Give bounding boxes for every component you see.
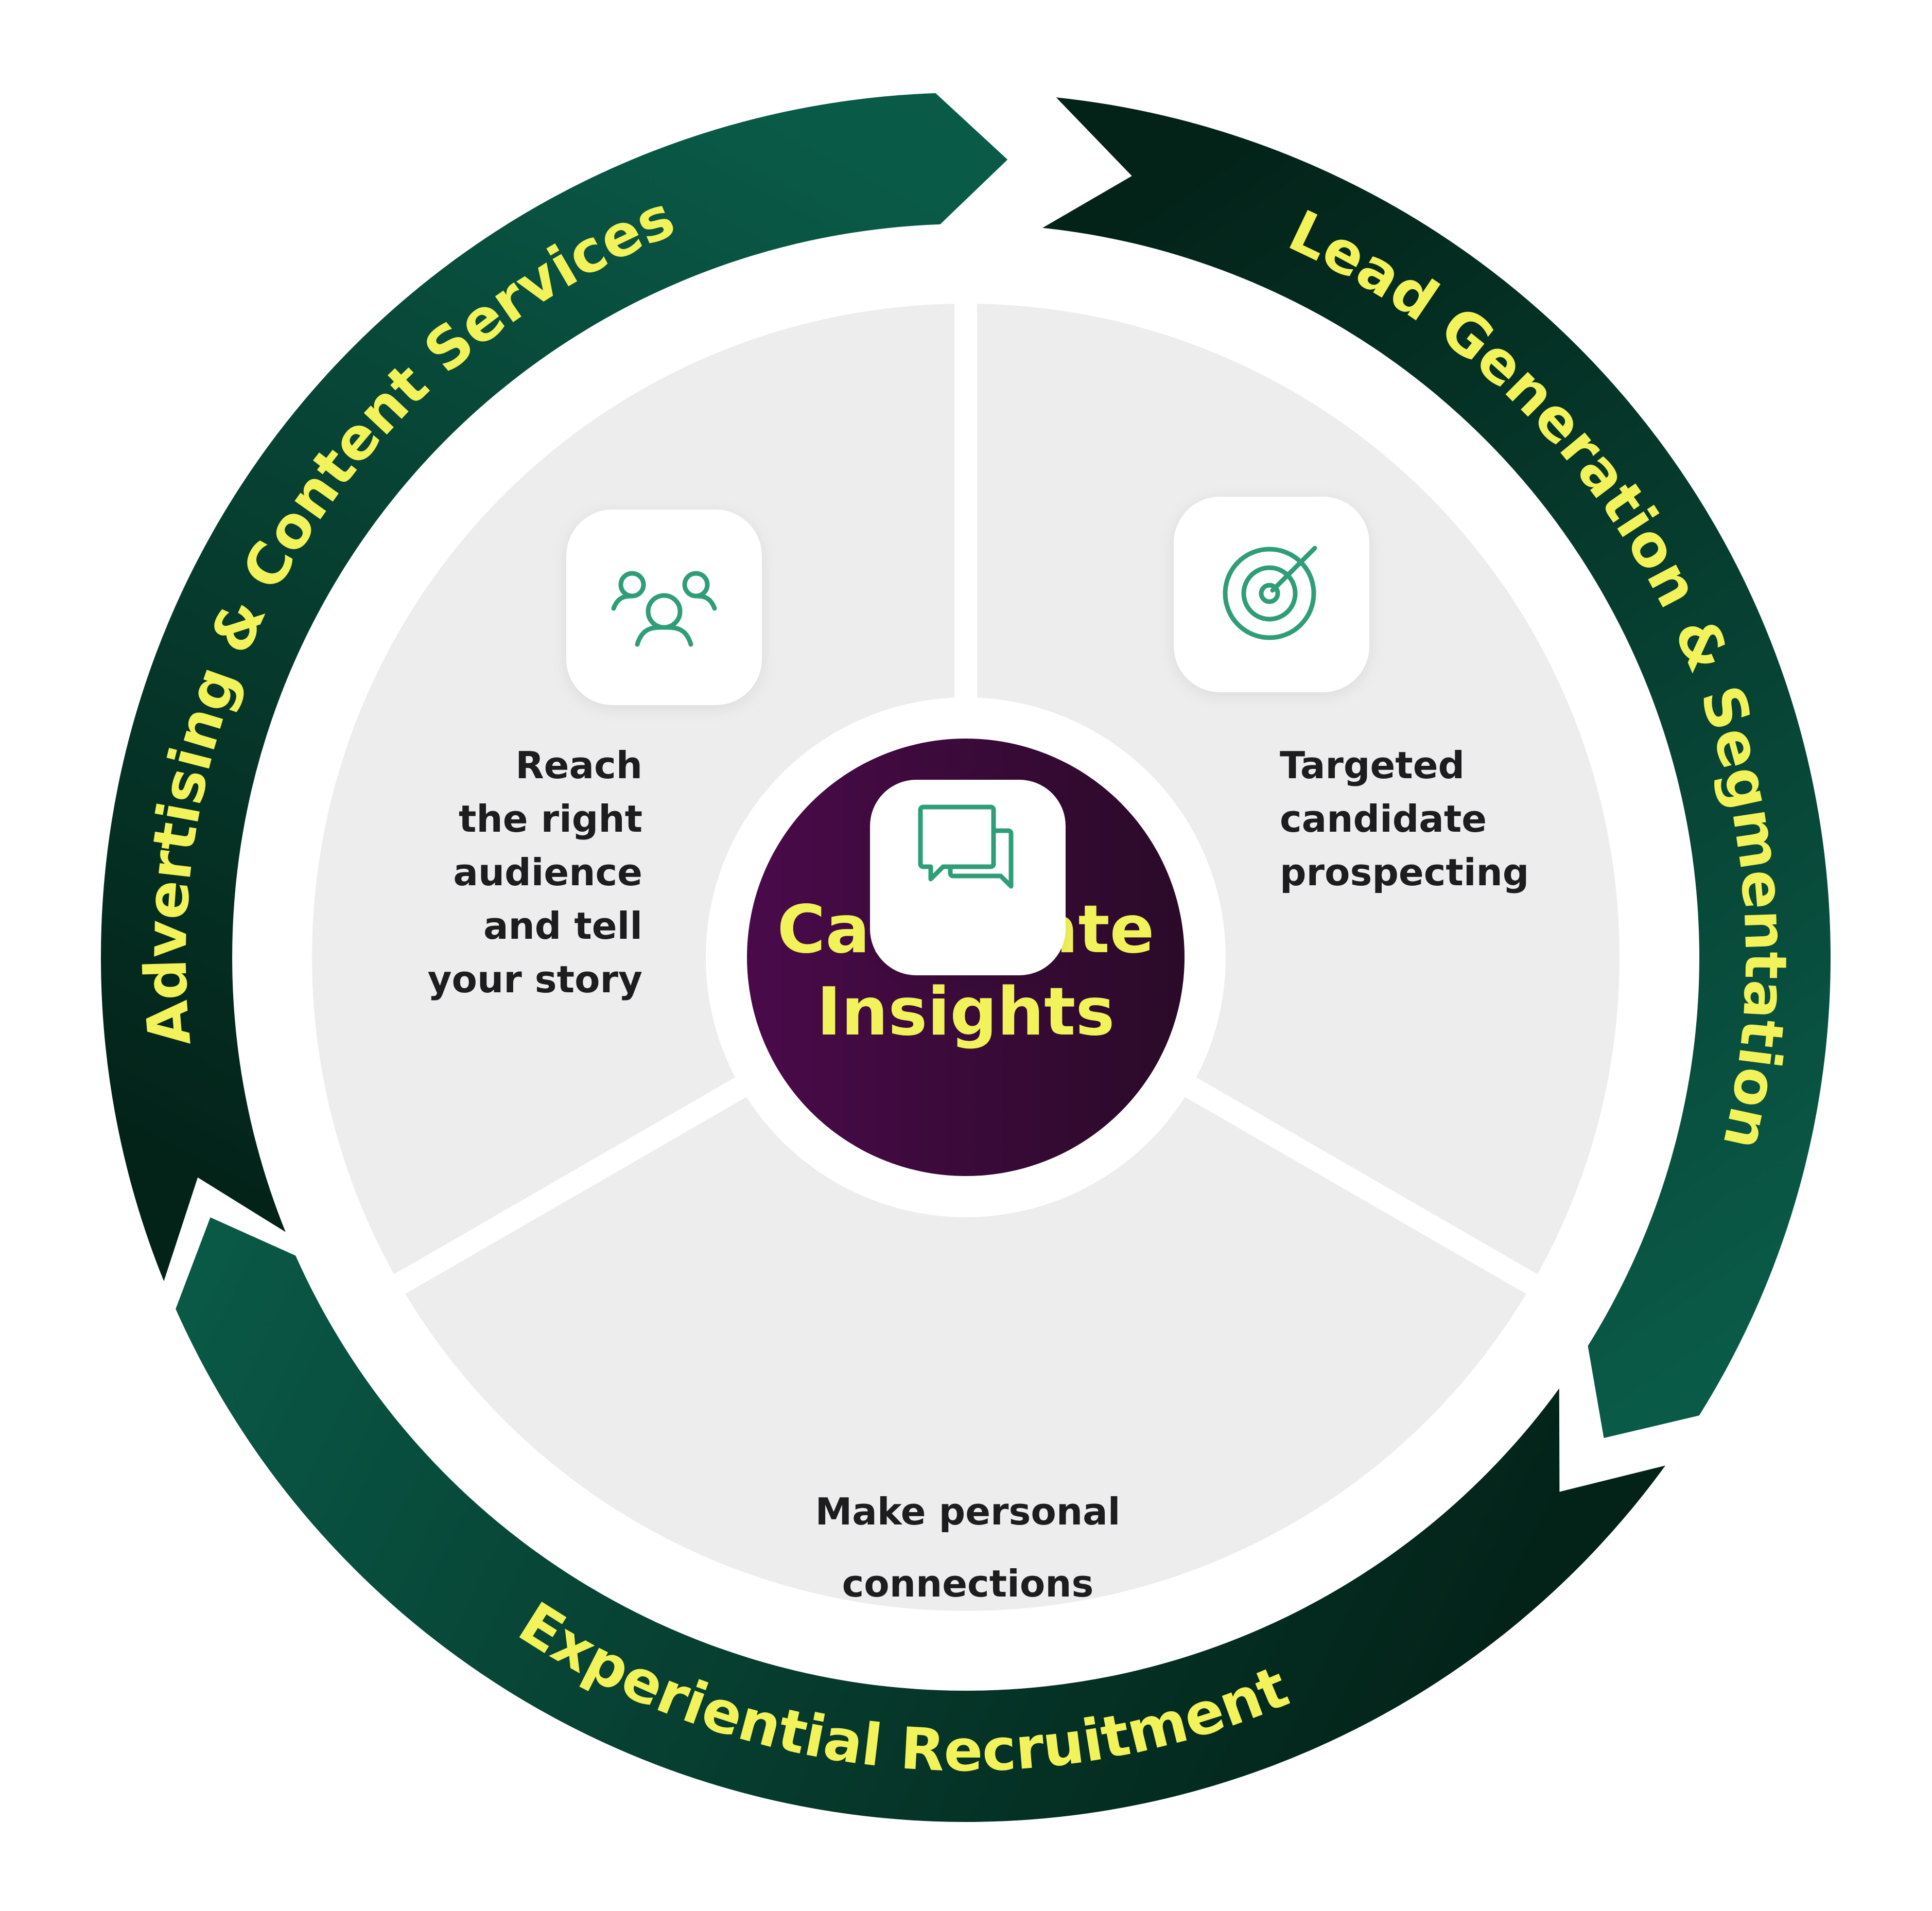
reach-icon-tile <box>566 510 762 705</box>
description-line: connections <box>842 1562 1094 1605</box>
chat-bubble-back <box>948 828 1014 889</box>
description-line: Make personal <box>815 1490 1121 1533</box>
description-line: your story <box>428 958 642 1001</box>
segment-divider-right <box>1176 1072 1547 1300</box>
chat-bubble-front <box>918 804 996 882</box>
segment-personal[interactable]: Make personal connections <box>815 780 1121 1605</box>
targeted-description: Targeted candidate prospecting <box>1280 744 1529 894</box>
description-line: Targeted <box>1280 744 1465 787</box>
description-line: prospecting <box>1280 851 1529 894</box>
description-line: the right <box>459 797 642 840</box>
segment-targeted[interactable]: Targeted candidate prospecting <box>1174 497 1529 894</box>
people-group-icon <box>611 571 717 647</box>
target-icon <box>1223 546 1317 640</box>
advertising-content-arc[interactable] <box>100 93 1008 1282</box>
reach-description: Reach the right audience and tell your story <box>428 744 642 1001</box>
experiential-recruitment-arc[interactable] <box>176 1217 1666 1822</box>
segment-reach[interactable]: Reach the right audience and tell your story <box>428 510 762 1001</box>
segment-divider-left <box>385 1072 755 1300</box>
description-line: and tell <box>483 904 642 948</box>
description-line: candidate <box>1280 797 1487 840</box>
center-title-line2: Insights <box>817 974 1115 1050</box>
personal-description: Make personal connections <box>815 1490 1121 1605</box>
lead-generation-arc[interactable] <box>1042 97 1831 1439</box>
chat-bubbles-glyph <box>918 804 1014 889</box>
targeted-icon-tile <box>1174 497 1369 692</box>
description-line: audience <box>453 851 642 894</box>
description-line: Reach <box>515 744 642 787</box>
